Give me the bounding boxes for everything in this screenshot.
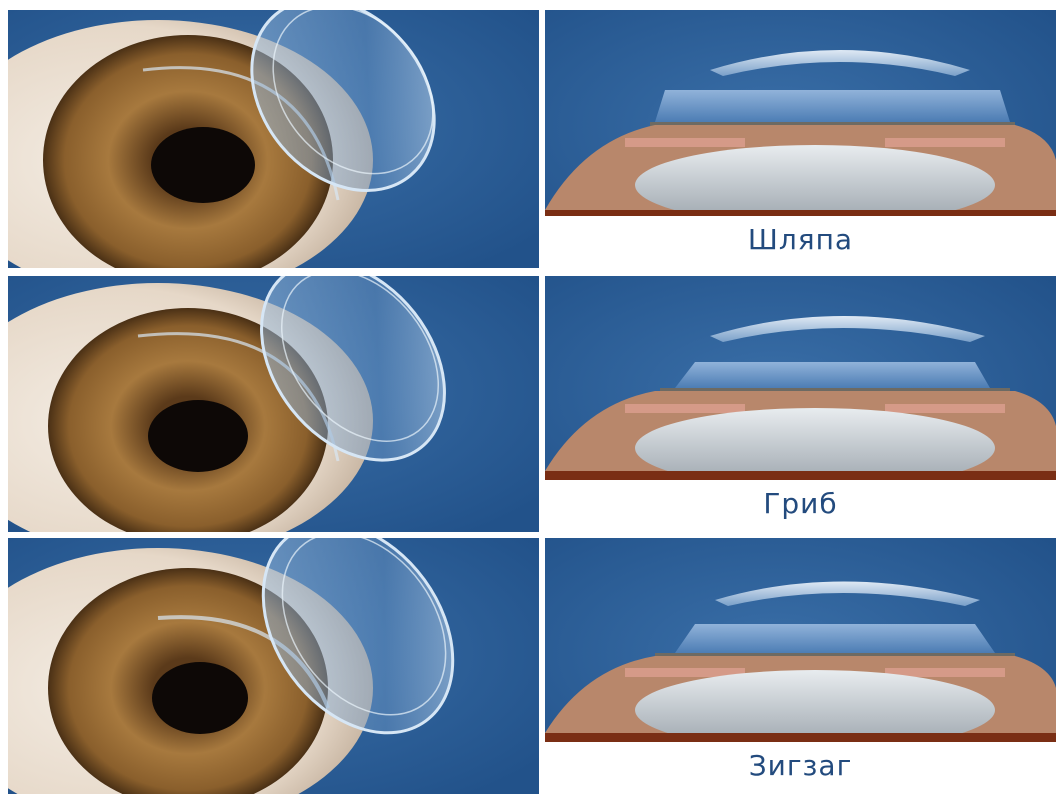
row-hat: Шляпа	[8, 10, 1056, 268]
row-zigzag: Зигзаг	[8, 538, 1056, 794]
cross-section-illustration: Шляпа	[545, 10, 1056, 268]
eye-illustration	[8, 10, 539, 268]
caption-label: Шляпа	[545, 223, 1056, 256]
cross-section-illustration: Гриб	[545, 276, 1056, 532]
cross-section-illustration: Зигзаг	[545, 538, 1056, 794]
eye-with-flap-image	[8, 276, 539, 532]
caption-label: Зигзаг	[545, 749, 1056, 782]
eye-with-flap-image	[8, 538, 539, 794]
eye-illustration	[8, 538, 539, 794]
caption-bar: Зигзаг	[545, 742, 1056, 794]
caption-label: Гриб	[545, 487, 1056, 520]
eye-with-flap-image	[8, 10, 539, 268]
caption-bar: Гриб	[545, 480, 1056, 532]
row-mushroom: Гриб	[8, 276, 1056, 532]
caption-bar: Шляпа	[545, 216, 1056, 268]
eye-illustration	[8, 276, 539, 532]
